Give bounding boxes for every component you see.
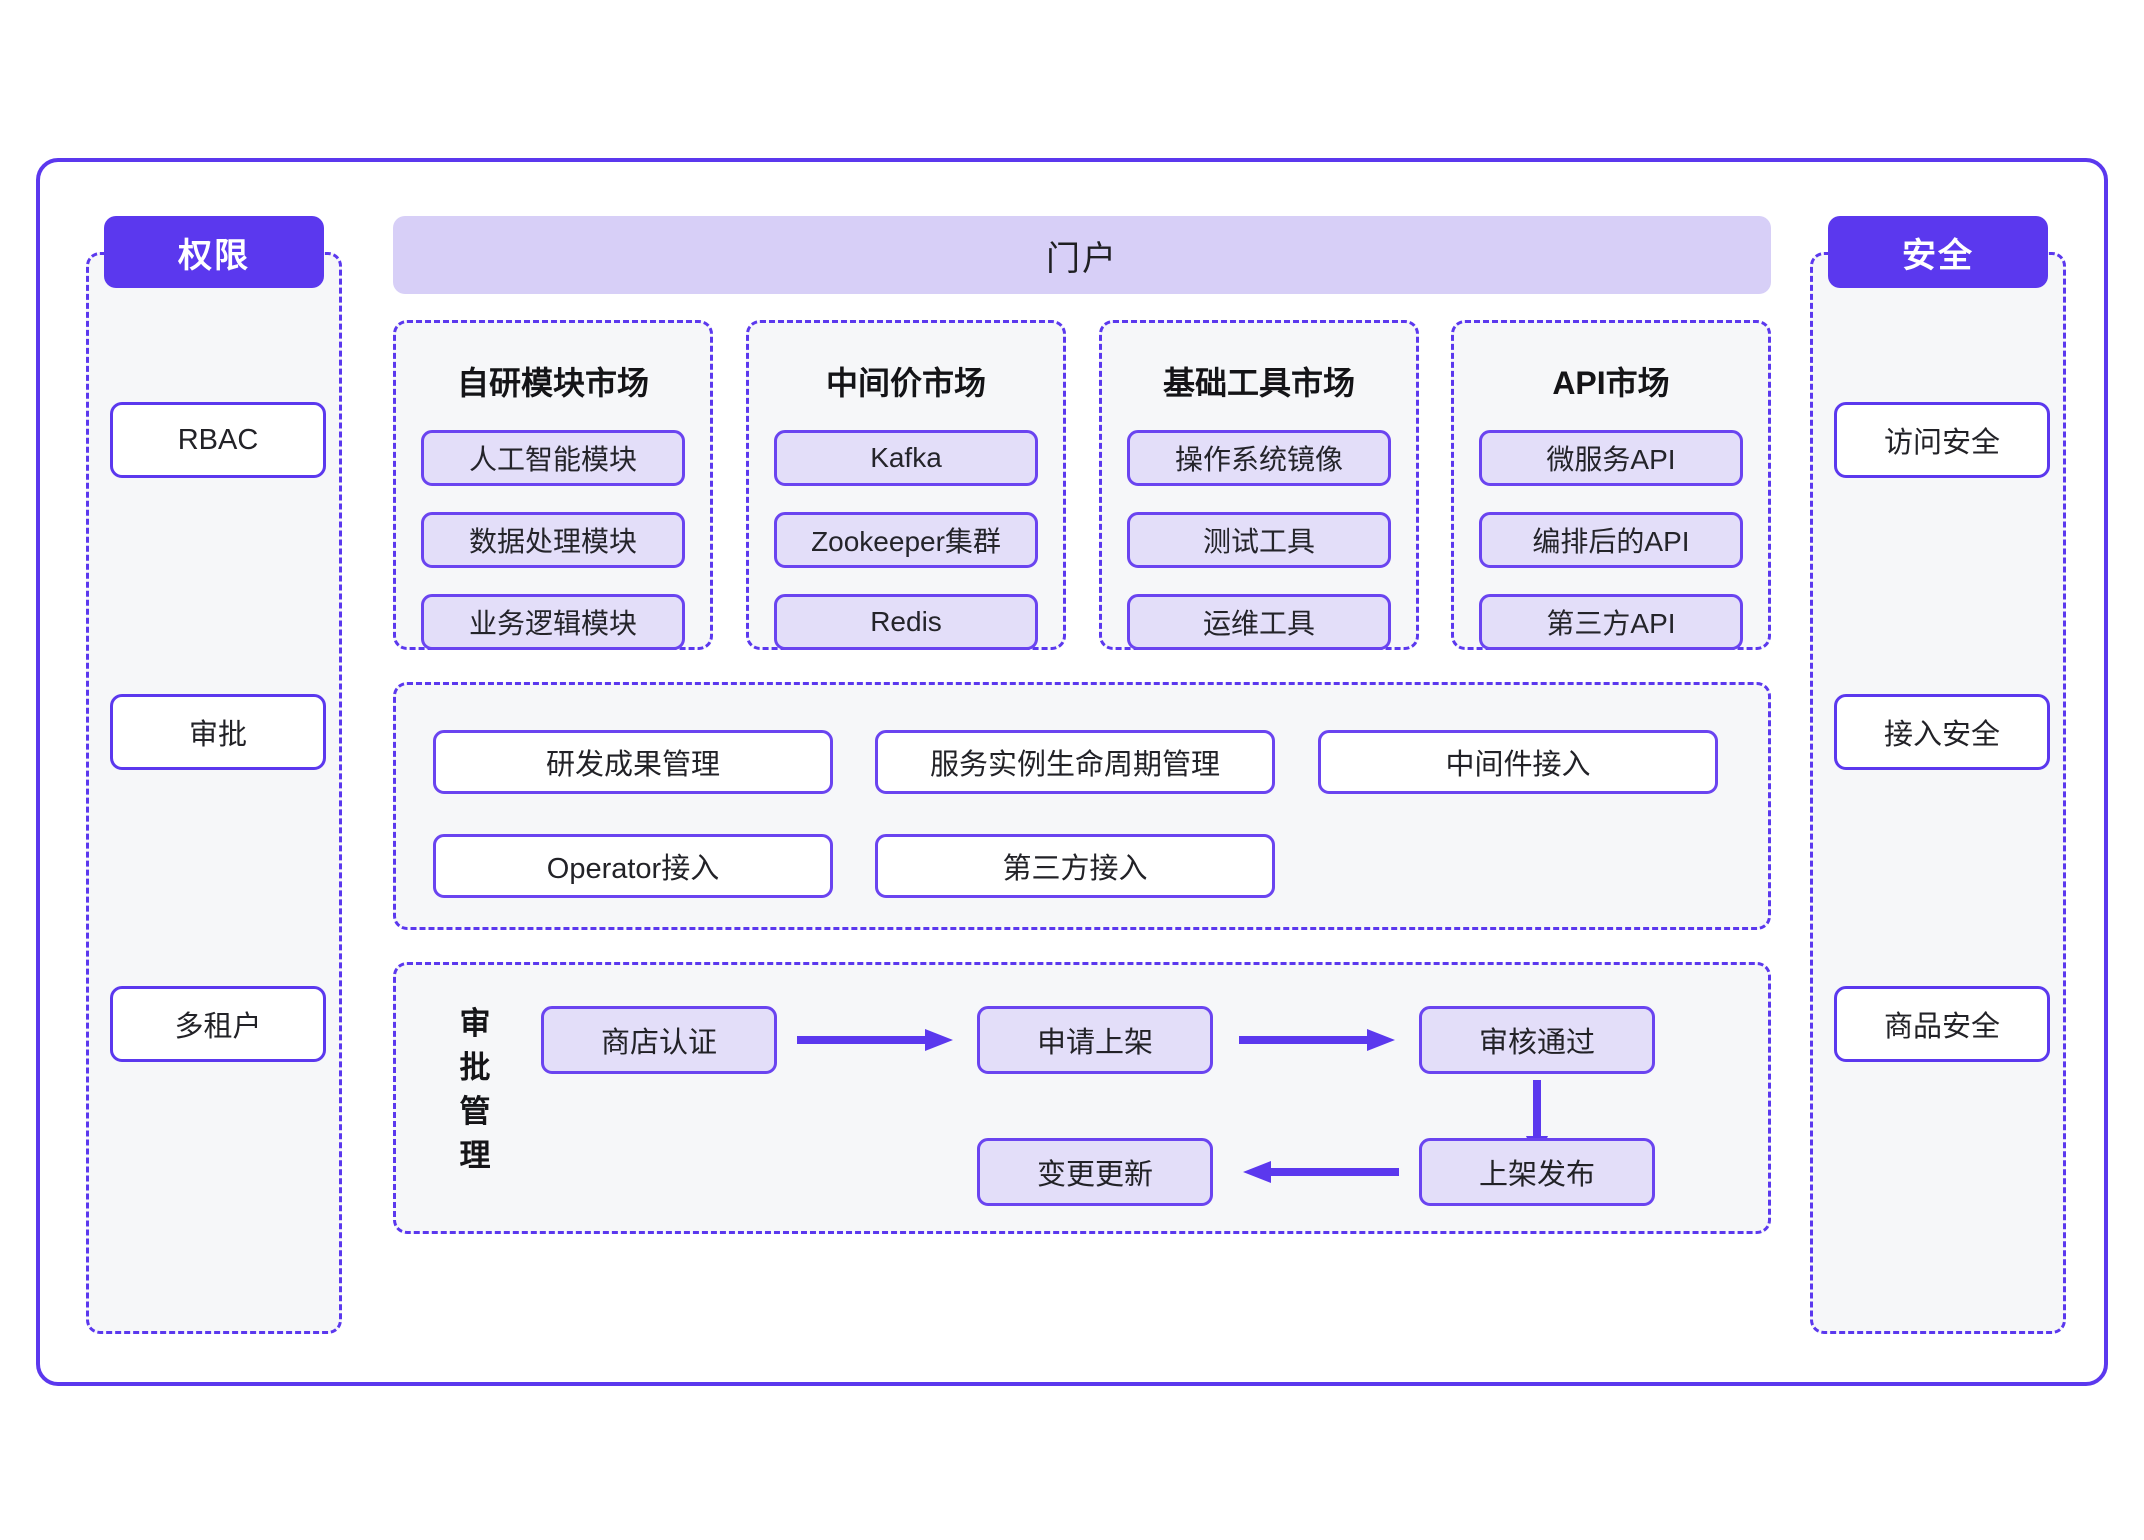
arrow-right-icon [1239, 1027, 1399, 1053]
capability-band: 研发成果管理 服务实例生命周期管理 中间件接入 Operator接入 第三方接入 [393, 682, 1771, 930]
security-header: 安全 [1828, 216, 2048, 288]
flow-node-publish[interactable]: 上架发布 [1419, 1138, 1655, 1206]
market-chip[interactable]: Zookeeper集群 [774, 512, 1038, 568]
flow-node-store-auth[interactable]: 商店认证 [541, 1006, 777, 1074]
arrow-left-icon [1239, 1159, 1399, 1185]
market-title: 基础工具市场 [1162, 365, 1355, 401]
market-chip[interactable]: 人工智能模块 [421, 430, 685, 486]
permission-header: 权限 [104, 216, 324, 288]
portal-bar: 门户 [393, 216, 1771, 294]
capability-box[interactable]: 第三方接入 [875, 834, 1275, 898]
market-chip[interactable]: 微服务API [1479, 430, 1743, 486]
market-api: API市场 微服务API 编排后的API 第三方API [1451, 320, 1771, 650]
approval-label: 审批管理 [459, 1006, 491, 1173]
security-item-ingress[interactable]: 接入安全 [1834, 694, 2050, 770]
market-title: API市场 [1552, 365, 1670, 401]
security-item-access[interactable]: 访问安全 [1834, 402, 2050, 478]
market-chip[interactable]: Kafka [774, 430, 1038, 486]
diagram-frame: 权限 RBAC 审批 多租户 安全 访问安全 接入安全 商品安全 门户 自研模块… [36, 158, 2108, 1386]
market-middleware: 中间价市场 Kafka Zookeeper集群 Redis [746, 320, 1066, 650]
security-item-product[interactable]: 商品安全 [1834, 986, 2050, 1062]
market-chip[interactable]: 第三方API [1479, 594, 1743, 650]
flow-node-apply-listing[interactable]: 申请上架 [977, 1006, 1213, 1074]
market-chip[interactable]: Redis [774, 594, 1038, 650]
market-chip[interactable]: 数据处理模块 [421, 512, 685, 568]
capability-box[interactable]: 中间件接入 [1318, 730, 1718, 794]
capability-box[interactable]: 研发成果管理 [433, 730, 833, 794]
permission-item-multitenant[interactable]: 多租户 [110, 986, 326, 1062]
capability-box[interactable]: 服务实例生命周期管理 [875, 730, 1275, 794]
market-title: 自研模块市场 [456, 365, 649, 401]
arrow-right-icon [797, 1027, 957, 1053]
market-title: 中间价市场 [825, 365, 986, 401]
market-chip[interactable]: 操作系统镜像 [1127, 430, 1391, 486]
market-chip[interactable]: 业务逻辑模块 [421, 594, 685, 650]
permission-item-rbac[interactable]: RBAC [110, 402, 326, 478]
approval-band: 审批管理 商店认证 申请上架 审核通过 上架发布 [393, 962, 1771, 1234]
permission-item-approval[interactable]: 审批 [110, 694, 326, 770]
market-chip[interactable]: 编排后的API [1479, 512, 1743, 568]
flow-node-change-update[interactable]: 变更更新 [977, 1138, 1213, 1206]
permission-column: 权限 RBAC 审批 多租户 [68, 216, 360, 1334]
capability-box[interactable]: Operator接入 [433, 834, 833, 898]
flow-node-approved[interactable]: 审核通过 [1419, 1006, 1655, 1074]
market-chip[interactable]: 测试工具 [1127, 512, 1391, 568]
market-row: 自研模块市场 人工智能模块 数据处理模块 业务逻辑模块 中间价市场 Kafka … [393, 320, 1771, 650]
market-self-developed: 自研模块市场 人工智能模块 数据处理模块 业务逻辑模块 [393, 320, 713, 650]
market-chip[interactable]: 运维工具 [1127, 594, 1391, 650]
security-column: 安全 访问安全 接入安全 商品安全 [1792, 216, 2084, 1334]
market-base-tools: 基础工具市场 操作系统镜像 测试工具 运维工具 [1099, 320, 1419, 650]
